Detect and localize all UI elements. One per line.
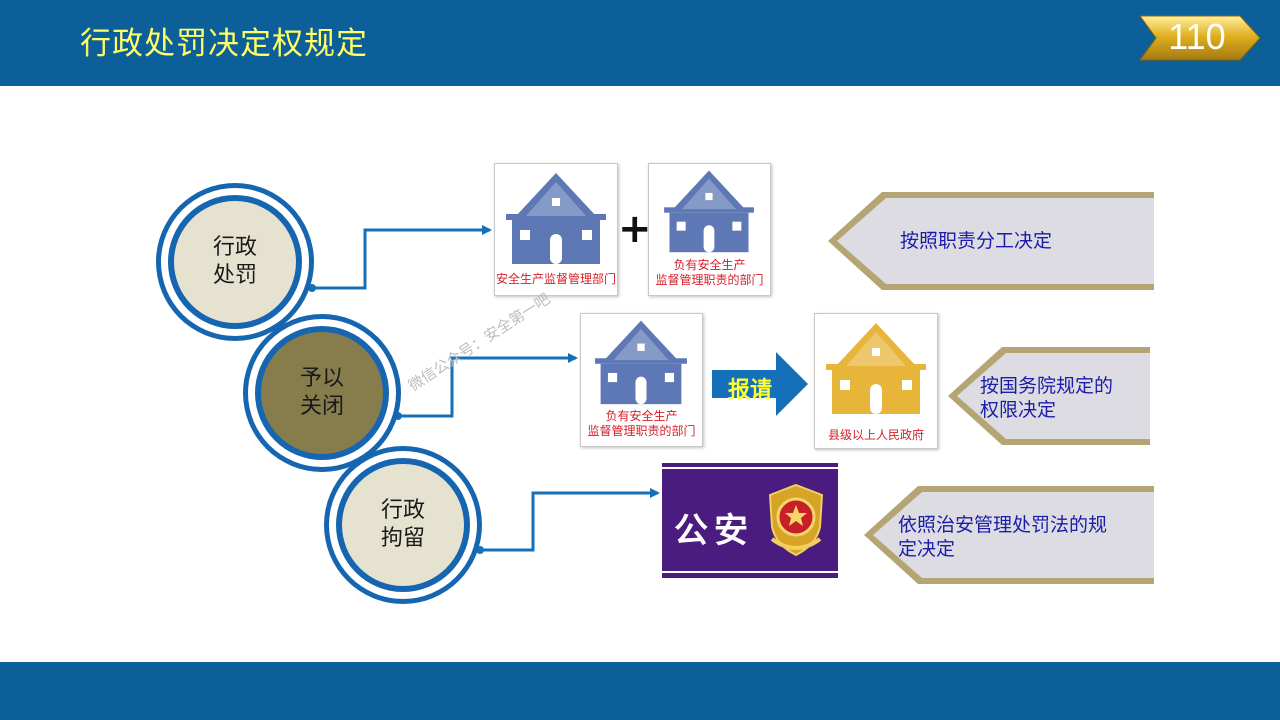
penalty-label-administrative: 行政 处罚 (212, 235, 257, 288)
resp-dept-box-1: 负有安全生产 监督管理职责的部门 (648, 163, 771, 296)
resp-dept-caption-1: 负有安全生产 监督管理职责的部门 (655, 258, 764, 287)
county-gov-caption: 县级以上人民政府 (827, 428, 924, 442)
plus-icon: + (618, 206, 652, 252)
page-title: 行政处罚决定权规定 (80, 26, 368, 62)
rule-box-2 (946, 345, 1152, 447)
police-emblem-icon (768, 483, 824, 557)
report-label: 报请 (728, 378, 773, 403)
rule-box-1 (826, 190, 1156, 292)
rule-text-1: 按照职责分工决定 (900, 230, 1053, 252)
rule-box-3 (862, 484, 1156, 586)
footer-bar (0, 662, 1280, 720)
safety-dept-box: 安全生产监督管理部门 (494, 163, 618, 296)
header-bar (0, 0, 1280, 86)
penalty-label-closure: 予以 关闭 (299, 366, 344, 419)
house-icon (595, 320, 687, 405)
rule-text-3: 依照治安管理处罚法的规 定决定 (898, 514, 1108, 560)
safety-dept-caption: 安全生产监督管理部门 (495, 272, 616, 286)
resp-dept-box-2: 负有安全生产 监督管理职责的部门 (580, 313, 703, 447)
house-icon (826, 323, 926, 414)
police-sign: 公安 (662, 463, 838, 578)
resp-dept-caption-2: 负有安全生产 监督管理职责的部门 (587, 409, 696, 438)
house-icon (506, 173, 606, 264)
penalty-circle-detention: 行政 拘留 (324, 446, 482, 604)
report-arrow-icon (712, 352, 808, 416)
page-number-badge: 110 (1138, 12, 1262, 62)
penalty-circle-administrative: 行政 处罚 (156, 183, 314, 341)
penalty-circle-closure: 予以 关闭 (243, 314, 401, 472)
county-gov-box: 县级以上人民政府 (814, 313, 938, 449)
house-icon (664, 170, 754, 253)
rule-text-2: 按国务院规定的 权限决定 (980, 375, 1114, 421)
police-label: 公安 (674, 511, 754, 551)
penalty-label-detention: 行政 拘留 (380, 498, 425, 551)
page-number: 110 (1168, 16, 1226, 57)
